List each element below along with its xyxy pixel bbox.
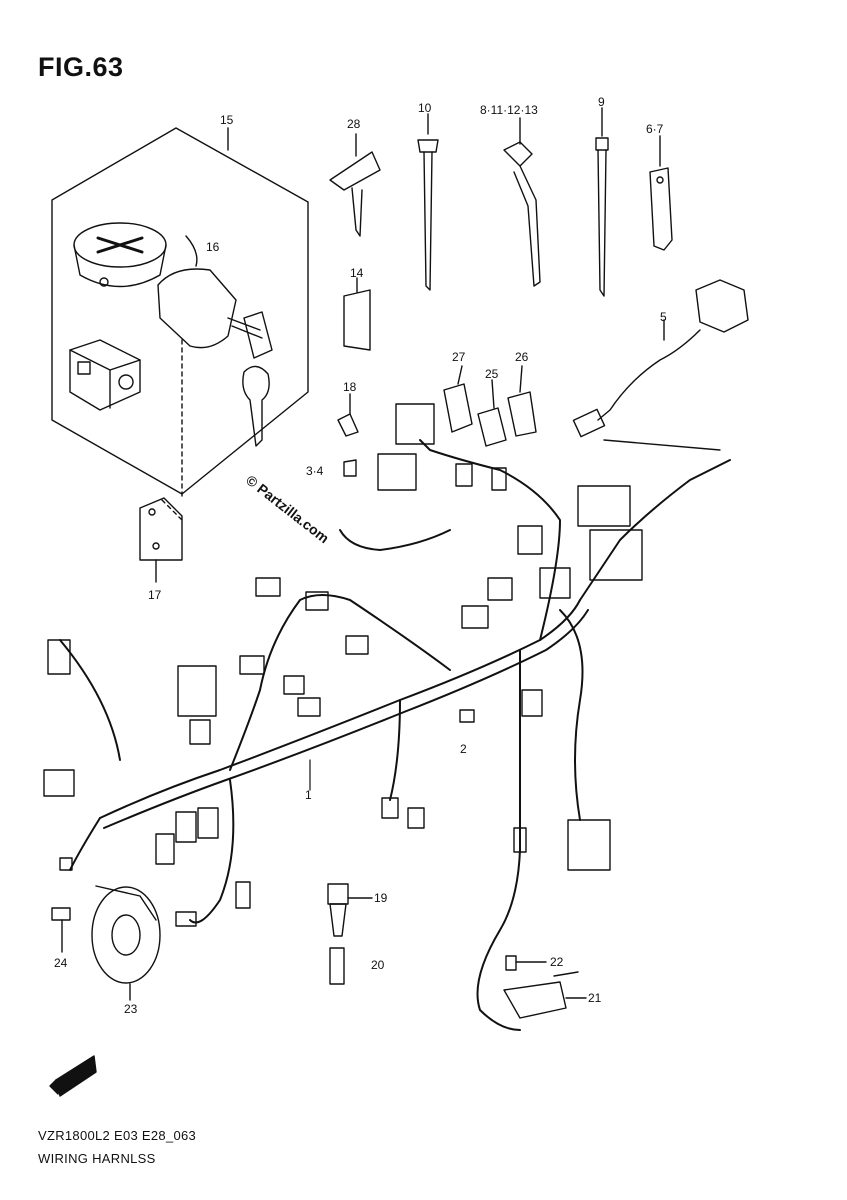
temp-switch-19 bbox=[328, 884, 372, 936]
callout-26: 26 bbox=[515, 350, 529, 364]
callout-6-7: 6·7 bbox=[646, 122, 664, 136]
callout-21: 21 bbox=[588, 991, 602, 1005]
callout-2: 2 bbox=[460, 742, 467, 756]
harness-clamps bbox=[418, 108, 672, 296]
callout-18: 18 bbox=[343, 380, 357, 394]
fwd-arrow-icon bbox=[50, 1056, 96, 1096]
callout-20: 20 bbox=[371, 958, 385, 972]
horn-23 bbox=[92, 886, 160, 1000]
key-blank-28 bbox=[330, 134, 380, 236]
callout-17: 17 bbox=[148, 588, 162, 602]
callout-22: 22 bbox=[550, 955, 564, 969]
harness-connectors bbox=[44, 404, 642, 926]
callout-24: 24 bbox=[54, 956, 68, 970]
callout-10: 10 bbox=[418, 101, 432, 115]
callout-27: 27 bbox=[452, 350, 466, 364]
callout-28: 28 bbox=[347, 117, 361, 131]
callout-8-11-12-13: 8·11·12·13 bbox=[480, 103, 538, 117]
sensor-21 bbox=[504, 956, 586, 1018]
figure-caption: WIRING HARNLSS bbox=[38, 1151, 156, 1166]
bracket-17 bbox=[140, 498, 182, 582]
callout-23: 23 bbox=[124, 1002, 138, 1016]
callout-5: 5 bbox=[660, 310, 667, 324]
main-harness-1 bbox=[60, 440, 730, 1030]
bolt-24 bbox=[52, 908, 70, 952]
callout-9: 9 bbox=[598, 95, 605, 109]
callout-19: 19 bbox=[374, 891, 388, 905]
callout-3-4: 3·4 bbox=[306, 464, 324, 478]
callout-14: 14 bbox=[350, 266, 364, 280]
sensor-20 bbox=[330, 948, 344, 984]
callout-25: 25 bbox=[485, 367, 499, 381]
model-code: VZR1800L2 E03 E28_063 bbox=[38, 1128, 197, 1143]
relays bbox=[444, 366, 536, 446]
sub-harness-5 bbox=[573, 280, 748, 450]
ignition-kit-box bbox=[52, 128, 308, 520]
small-fasteners bbox=[338, 394, 358, 476]
figure-title: FIG.63 bbox=[38, 52, 124, 82]
callout-1: 1 bbox=[305, 788, 312, 802]
callout-15: 15 bbox=[220, 113, 234, 127]
label-14 bbox=[344, 278, 370, 350]
callout-16: 16 bbox=[206, 240, 220, 254]
